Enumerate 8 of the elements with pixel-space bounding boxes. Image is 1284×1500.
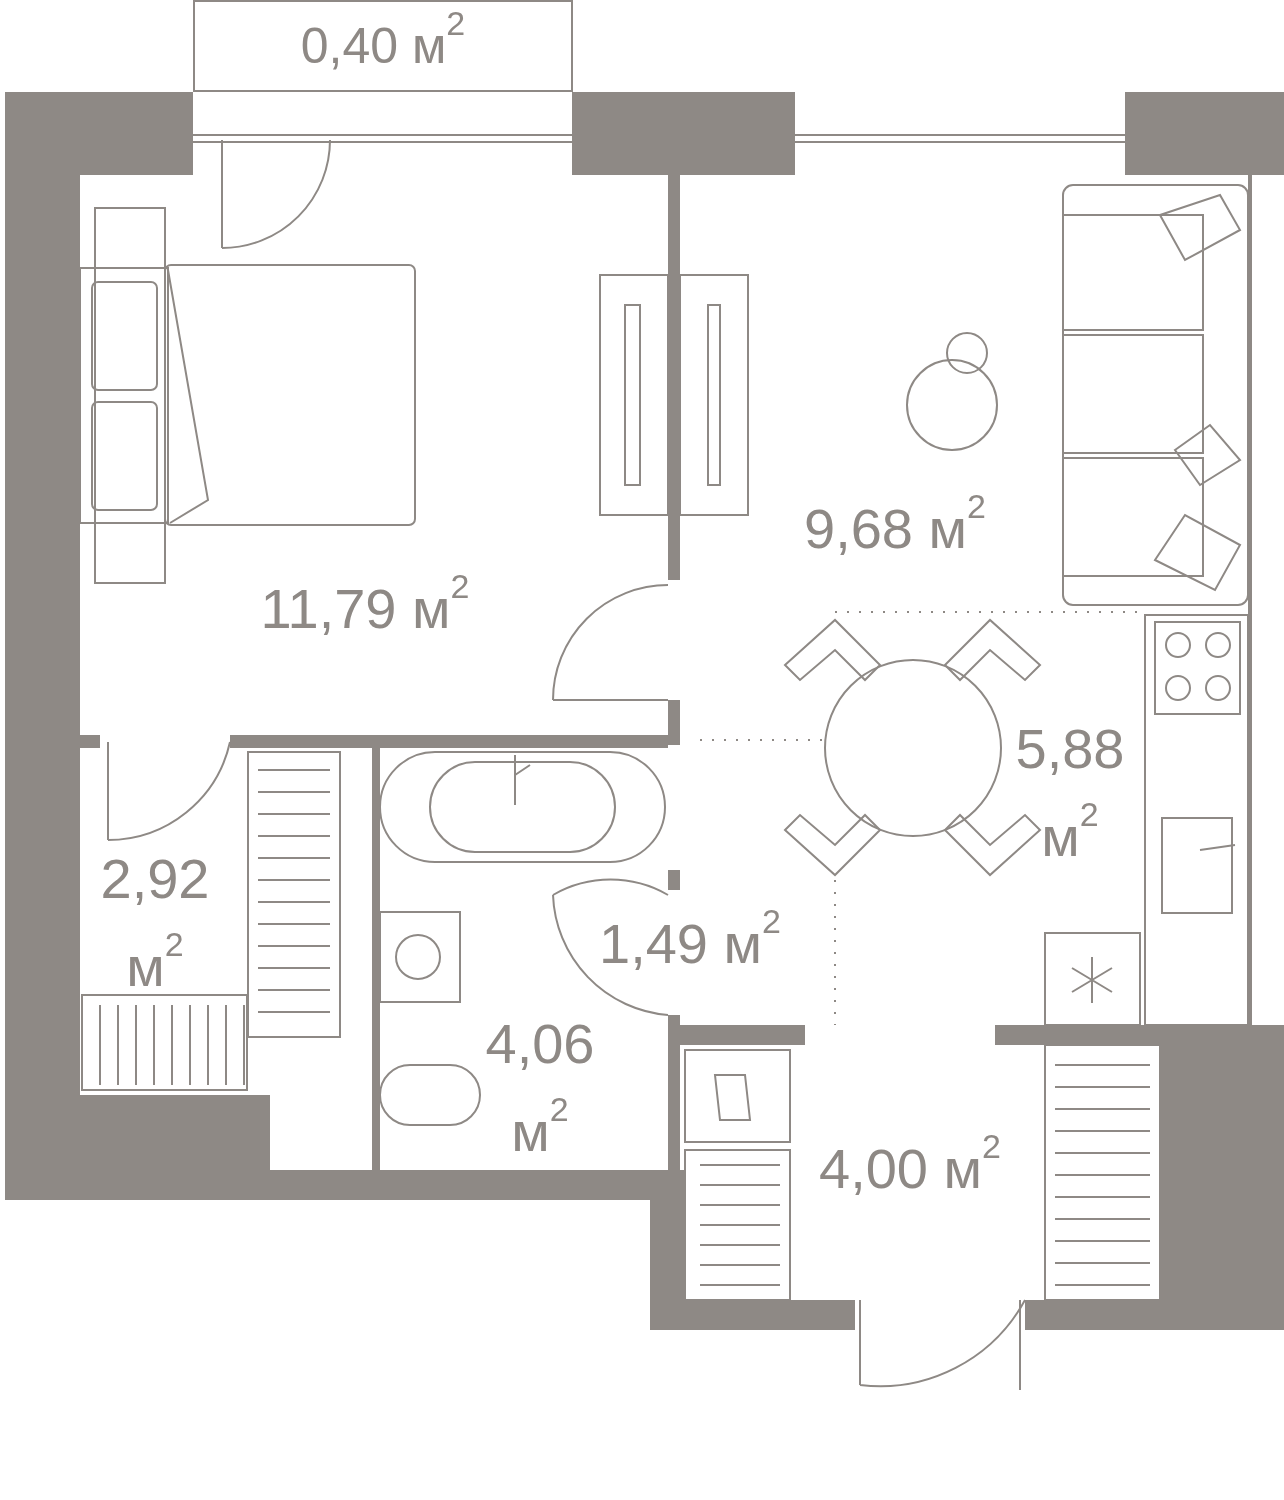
area-label-box: 0,40 м$^{2}$: [193, 0, 573, 92]
area-label: 11,79 м$^{2}$: [230, 565, 500, 653]
area-label: 4,00 м$^{2}$: [795, 1125, 1025, 1213]
area-label: 4,06 м$^{2}$: [470, 1000, 610, 1176]
area-label: 1,49 м$^{2}$: [575, 900, 805, 988]
area-label: 9,68 м$^{2}$: [780, 485, 1010, 573]
area-label: 2,92 м$^{2}$: [85, 835, 225, 1011]
area-label: 5,88 м$^{2}$: [1000, 705, 1140, 881]
